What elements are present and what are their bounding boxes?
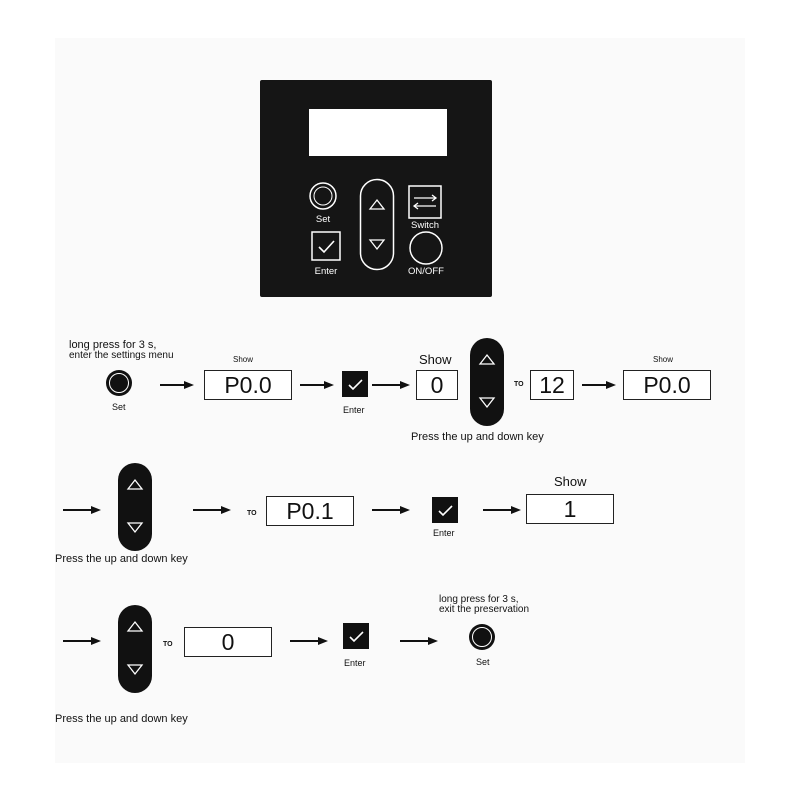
flow-arrow (582, 381, 616, 389)
show-label: Show (419, 352, 452, 367)
set-knob-icon (106, 370, 132, 396)
caption-up-down: Press the up and down key (411, 431, 544, 443)
display-box-p01: P0.1 (266, 496, 354, 526)
display-box-1: 1 (526, 494, 614, 524)
up-down-key[interactable] (359, 178, 395, 271)
flow-arrow (300, 381, 334, 389)
lcd-display (309, 109, 447, 156)
show-label: Show (653, 355, 674, 364)
enter-label: Enter (314, 266, 338, 277)
display-box-0: 0 (416, 370, 458, 400)
flow-arrow (193, 506, 231, 514)
to-label: TO (514, 381, 524, 388)
enter-label: Enter (433, 528, 455, 538)
flow-arrow (400, 637, 438, 645)
caption-up-down: Press the up and down key (55, 553, 188, 565)
enter-icon (432, 497, 458, 523)
flow-arrow (372, 506, 410, 514)
flow-arrow (372, 381, 410, 389)
set-label: Set (315, 214, 331, 225)
flow-arrow (63, 637, 101, 645)
enter-label: Enter (343, 405, 365, 415)
note-exit-preservation: exit the preservation (439, 604, 530, 615)
set-label: Set (112, 402, 126, 412)
note-enter-settings: enter the settings menu (69, 350, 174, 361)
up-down-key (118, 605, 152, 693)
enter-icon[interactable] (311, 231, 341, 261)
switch-label: Switch (411, 220, 439, 231)
show-label: Show (233, 355, 254, 364)
enter-label: Enter (344, 658, 366, 668)
up-down-key (118, 463, 152, 551)
set-label: Set (476, 657, 490, 667)
flow-arrow (63, 506, 101, 514)
display-box-0: 0 (184, 627, 272, 657)
onoff-label: ON/OFF (408, 266, 444, 277)
display-box-p00: P0.0 (623, 370, 711, 400)
flow-arrow (290, 637, 328, 645)
control-panel: Set Switch Enter ON/OFF (260, 80, 492, 297)
flow-arrow (160, 381, 194, 389)
enter-icon (342, 371, 368, 397)
to-label: TO (163, 641, 173, 648)
flow-arrow (483, 506, 521, 514)
switch-icon[interactable] (408, 185, 442, 219)
power-button-icon[interactable] (408, 230, 444, 266)
note-long-press-enter: long press for 3 s, (69, 339, 157, 351)
enter-icon (343, 623, 369, 649)
caption-up-down: Press the up and down key (55, 713, 188, 725)
set-knob-icon[interactable] (308, 181, 338, 211)
display-box-p00: P0.0 (204, 370, 292, 400)
up-down-key (470, 338, 504, 426)
display-box-12: 12 (530, 370, 574, 400)
note-long-press-exit: long press for 3 s, (439, 594, 519, 605)
show-label: Show (554, 474, 587, 489)
set-knob-icon (469, 624, 495, 650)
to-label: TO (247, 510, 257, 517)
